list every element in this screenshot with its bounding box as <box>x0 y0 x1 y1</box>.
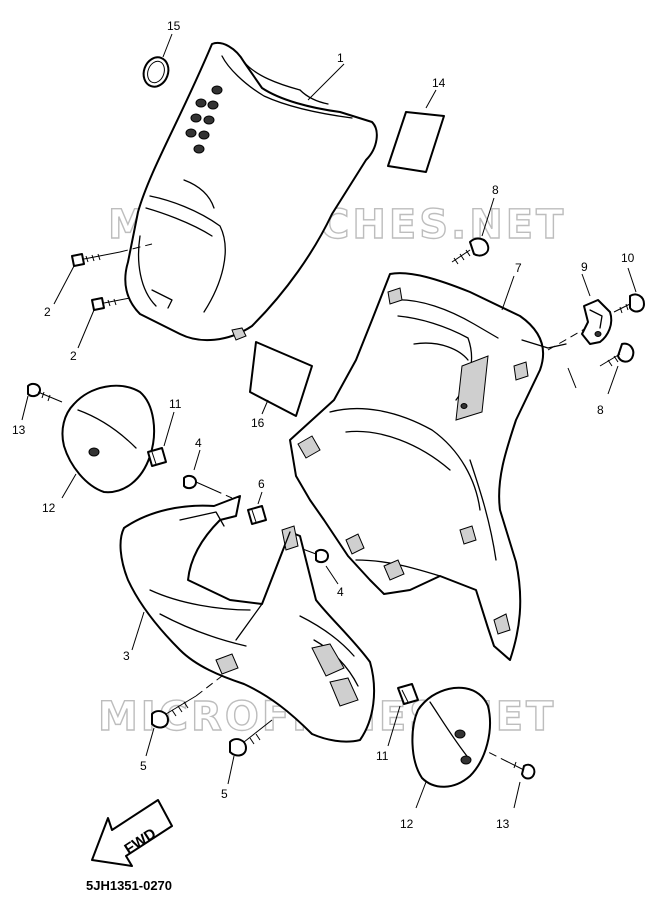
part-11-clip-upper <box>147 411 175 467</box>
callout-13-upper: 13 <box>12 423 26 437</box>
part-11-clip-lower <box>387 683 419 747</box>
part-1-front-cover <box>124 42 378 342</box>
callout-11-lower: 11 <box>376 749 389 763</box>
part-13-screw-lower <box>487 751 536 809</box>
callout-1: 1 <box>337 51 344 65</box>
part-3-lower-cover <box>119 495 376 743</box>
part-2-screw-upper <box>53 243 153 305</box>
callout-15: 15 <box>167 19 181 33</box>
part-16-label <box>249 341 313 417</box>
part-13-screw-upper <box>21 382 63 421</box>
callout-5-right: 5 <box>221 787 228 801</box>
callout-16: 16 <box>251 416 265 430</box>
callout-8-lower: 8 <box>597 403 604 417</box>
callout-4-lower: 4 <box>337 585 344 599</box>
callout-9: 9 <box>581 260 588 274</box>
callout-5-left: 5 <box>140 759 147 773</box>
part-8-screw-lower <box>599 342 635 395</box>
callout-2-upper: 2 <box>44 305 51 319</box>
part-12-side-cover-right <box>411 686 491 809</box>
part-4-screw-upper <box>183 449 233 499</box>
diagram-code: 5JH1351-0270 <box>86 878 172 893</box>
callout-10: 10 <box>621 251 635 265</box>
part-6-nut <box>247 491 267 525</box>
part-10-screw <box>613 267 645 314</box>
part-7-inner-panel <box>289 272 601 661</box>
callout-8-upper: 8 <box>492 183 499 197</box>
part-15-ring <box>142 33 173 88</box>
part-2-screw-lower <box>77 297 131 349</box>
part-8-screw-upper <box>451 197 495 265</box>
part-9-bracket <box>581 273 613 345</box>
callout-12-right: 12 <box>400 817 414 831</box>
part-5-screw-right <box>227 719 273 785</box>
part-14-label <box>387 89 445 173</box>
callout-13-lower: 13 <box>496 817 510 831</box>
callout-2-lower: 2 <box>70 349 77 363</box>
callout-3: 3 <box>123 649 130 663</box>
callout-6: 6 <box>258 477 265 491</box>
callout-7: 7 <box>515 261 522 275</box>
callout-11-upper: 11 <box>169 397 182 411</box>
callout-12-left: 12 <box>42 501 56 515</box>
part-12-side-cover-left <box>61 384 156 499</box>
part-5-screw-left <box>145 675 223 757</box>
callout-4-upper: 4 <box>195 436 202 450</box>
fwd-arrow-icon: FWD <box>91 799 173 867</box>
callout-14: 14 <box>432 76 446 90</box>
